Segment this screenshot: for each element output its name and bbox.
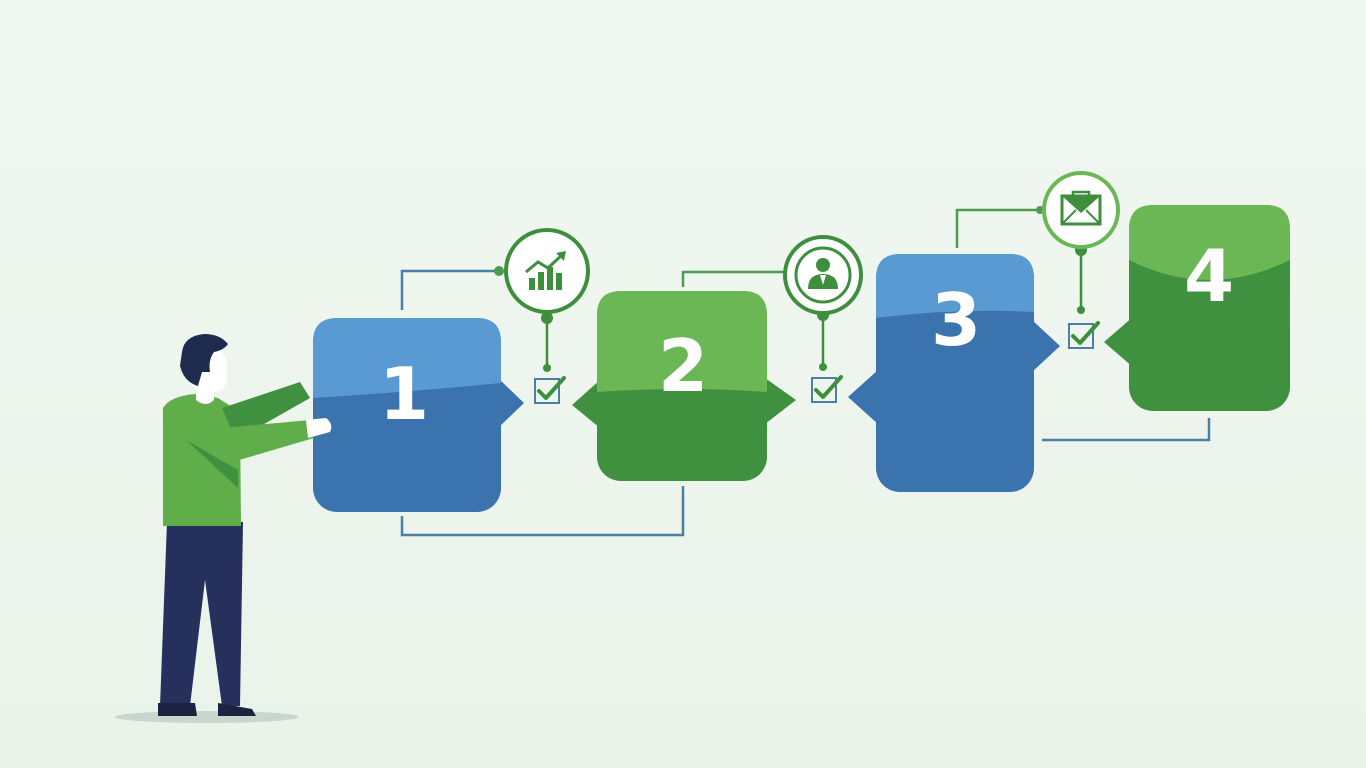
figure-arm-raised xyxy=(222,382,310,440)
step-1-number: 1 xyxy=(379,352,429,436)
figure-hair xyxy=(180,334,228,386)
checkmark-1 xyxy=(534,376,566,404)
step-3-pointer-left xyxy=(848,370,878,424)
check-icon xyxy=(1071,321,1100,345)
milestone-2 xyxy=(783,235,863,315)
milestone-1 xyxy=(504,228,590,314)
checkmark-2 xyxy=(811,375,843,403)
stem-dot xyxy=(1077,306,1085,314)
step-3: 3 xyxy=(848,254,1060,492)
step-4-highlight xyxy=(1129,205,1290,280)
envelope-icon xyxy=(1060,190,1102,226)
figure-torso xyxy=(163,394,241,526)
connector-3-to-milestone-3 xyxy=(955,208,1045,248)
step-2: 2 xyxy=(572,291,796,481)
stem-dot xyxy=(819,363,827,371)
step-2-number: 2 xyxy=(658,324,708,408)
figure-arm-lower xyxy=(200,420,314,468)
connector-1-to-milestone-1 xyxy=(400,269,497,310)
stem-dot xyxy=(543,364,551,372)
connector-3-to-4-bottom xyxy=(1042,418,1211,442)
step-3-number: 3 xyxy=(931,278,981,362)
step-4-number: 4 xyxy=(1184,234,1234,318)
chart-icon xyxy=(525,251,566,290)
step-1-highlight xyxy=(313,318,501,398)
step-2-pointer-right xyxy=(765,378,796,424)
figure-hand xyxy=(306,418,332,438)
stem-dot xyxy=(541,312,553,324)
check-icon xyxy=(537,376,566,400)
check-icon xyxy=(814,375,843,399)
step-3-highlight xyxy=(876,254,1034,318)
step-4: 4 xyxy=(1104,205,1290,411)
presenter-figure xyxy=(115,334,332,723)
step-1: 1 xyxy=(313,318,524,512)
step-4-pointer-left xyxy=(1104,316,1134,368)
figure-legs xyxy=(160,522,243,706)
connector-dot xyxy=(494,266,504,276)
step-2-pointer-left xyxy=(572,380,600,428)
step-1-pointer xyxy=(498,378,524,428)
connector-dot xyxy=(1036,206,1044,214)
user-icon xyxy=(808,258,838,289)
connector-2-to-milestone-2 xyxy=(681,270,785,287)
step-2-highlight xyxy=(597,291,767,392)
milestone-3 xyxy=(1042,171,1120,249)
checkmark-3 xyxy=(1068,321,1100,349)
step-3-pointer-right xyxy=(1032,320,1060,372)
figure-shadow xyxy=(115,711,299,723)
connector-1-to-2-bottom xyxy=(400,486,685,537)
